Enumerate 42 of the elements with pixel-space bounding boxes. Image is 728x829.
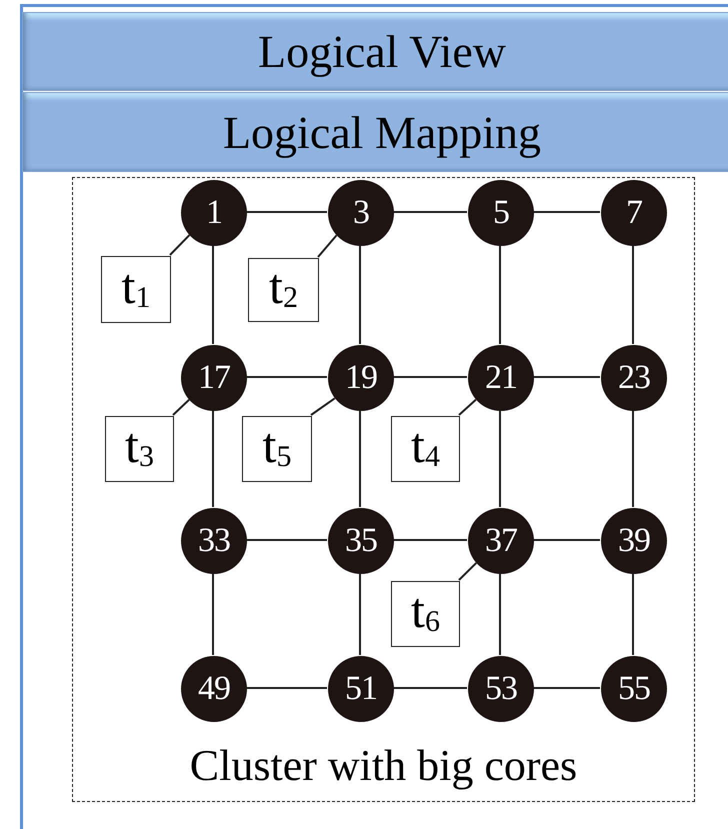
link-line [246,376,327,378]
task-box: t$_{6}$ [391,581,460,647]
link-line [359,573,361,655]
link-line [212,245,214,344]
cluster-boundary [72,177,695,802]
link-line [499,573,501,655]
task-box: t$_{3}$ [105,416,174,482]
link-line [393,211,467,213]
link-line [359,410,361,507]
link-line [632,410,634,507]
task-box: t$_{1}$ [101,256,171,323]
leader-line [317,234,338,258]
link-line [632,573,634,655]
link-line [499,410,501,507]
link-line [393,539,467,541]
link-line [393,687,467,689]
link-line [246,539,327,541]
band-title: Logical View [258,25,506,78]
leader-line [458,562,477,581]
link-line [359,245,361,344]
link-line [533,376,600,378]
leader-line [169,234,190,256]
task-box: t$_{5}$ [242,416,312,482]
leader-line [172,399,190,416]
header-band [22,12,728,91]
link-line [212,573,214,655]
link-line [212,410,214,507]
link-line [533,539,600,541]
link-line [533,687,600,689]
link-line [246,211,327,213]
link-line [533,211,600,213]
leader-line [458,398,477,416]
link-line [632,245,634,344]
band-title: Logical Mapping [222,106,542,158]
link-line [393,376,467,378]
link-line [499,245,501,344]
task-box: t$_{2}$ [248,258,319,322]
header-band [22,92,728,172]
task-box: t$_{4}$ [391,416,460,482]
leader-line [310,397,336,416]
cluster-caption: Cluster with big cores [188,740,578,791]
link-line [246,687,327,689]
